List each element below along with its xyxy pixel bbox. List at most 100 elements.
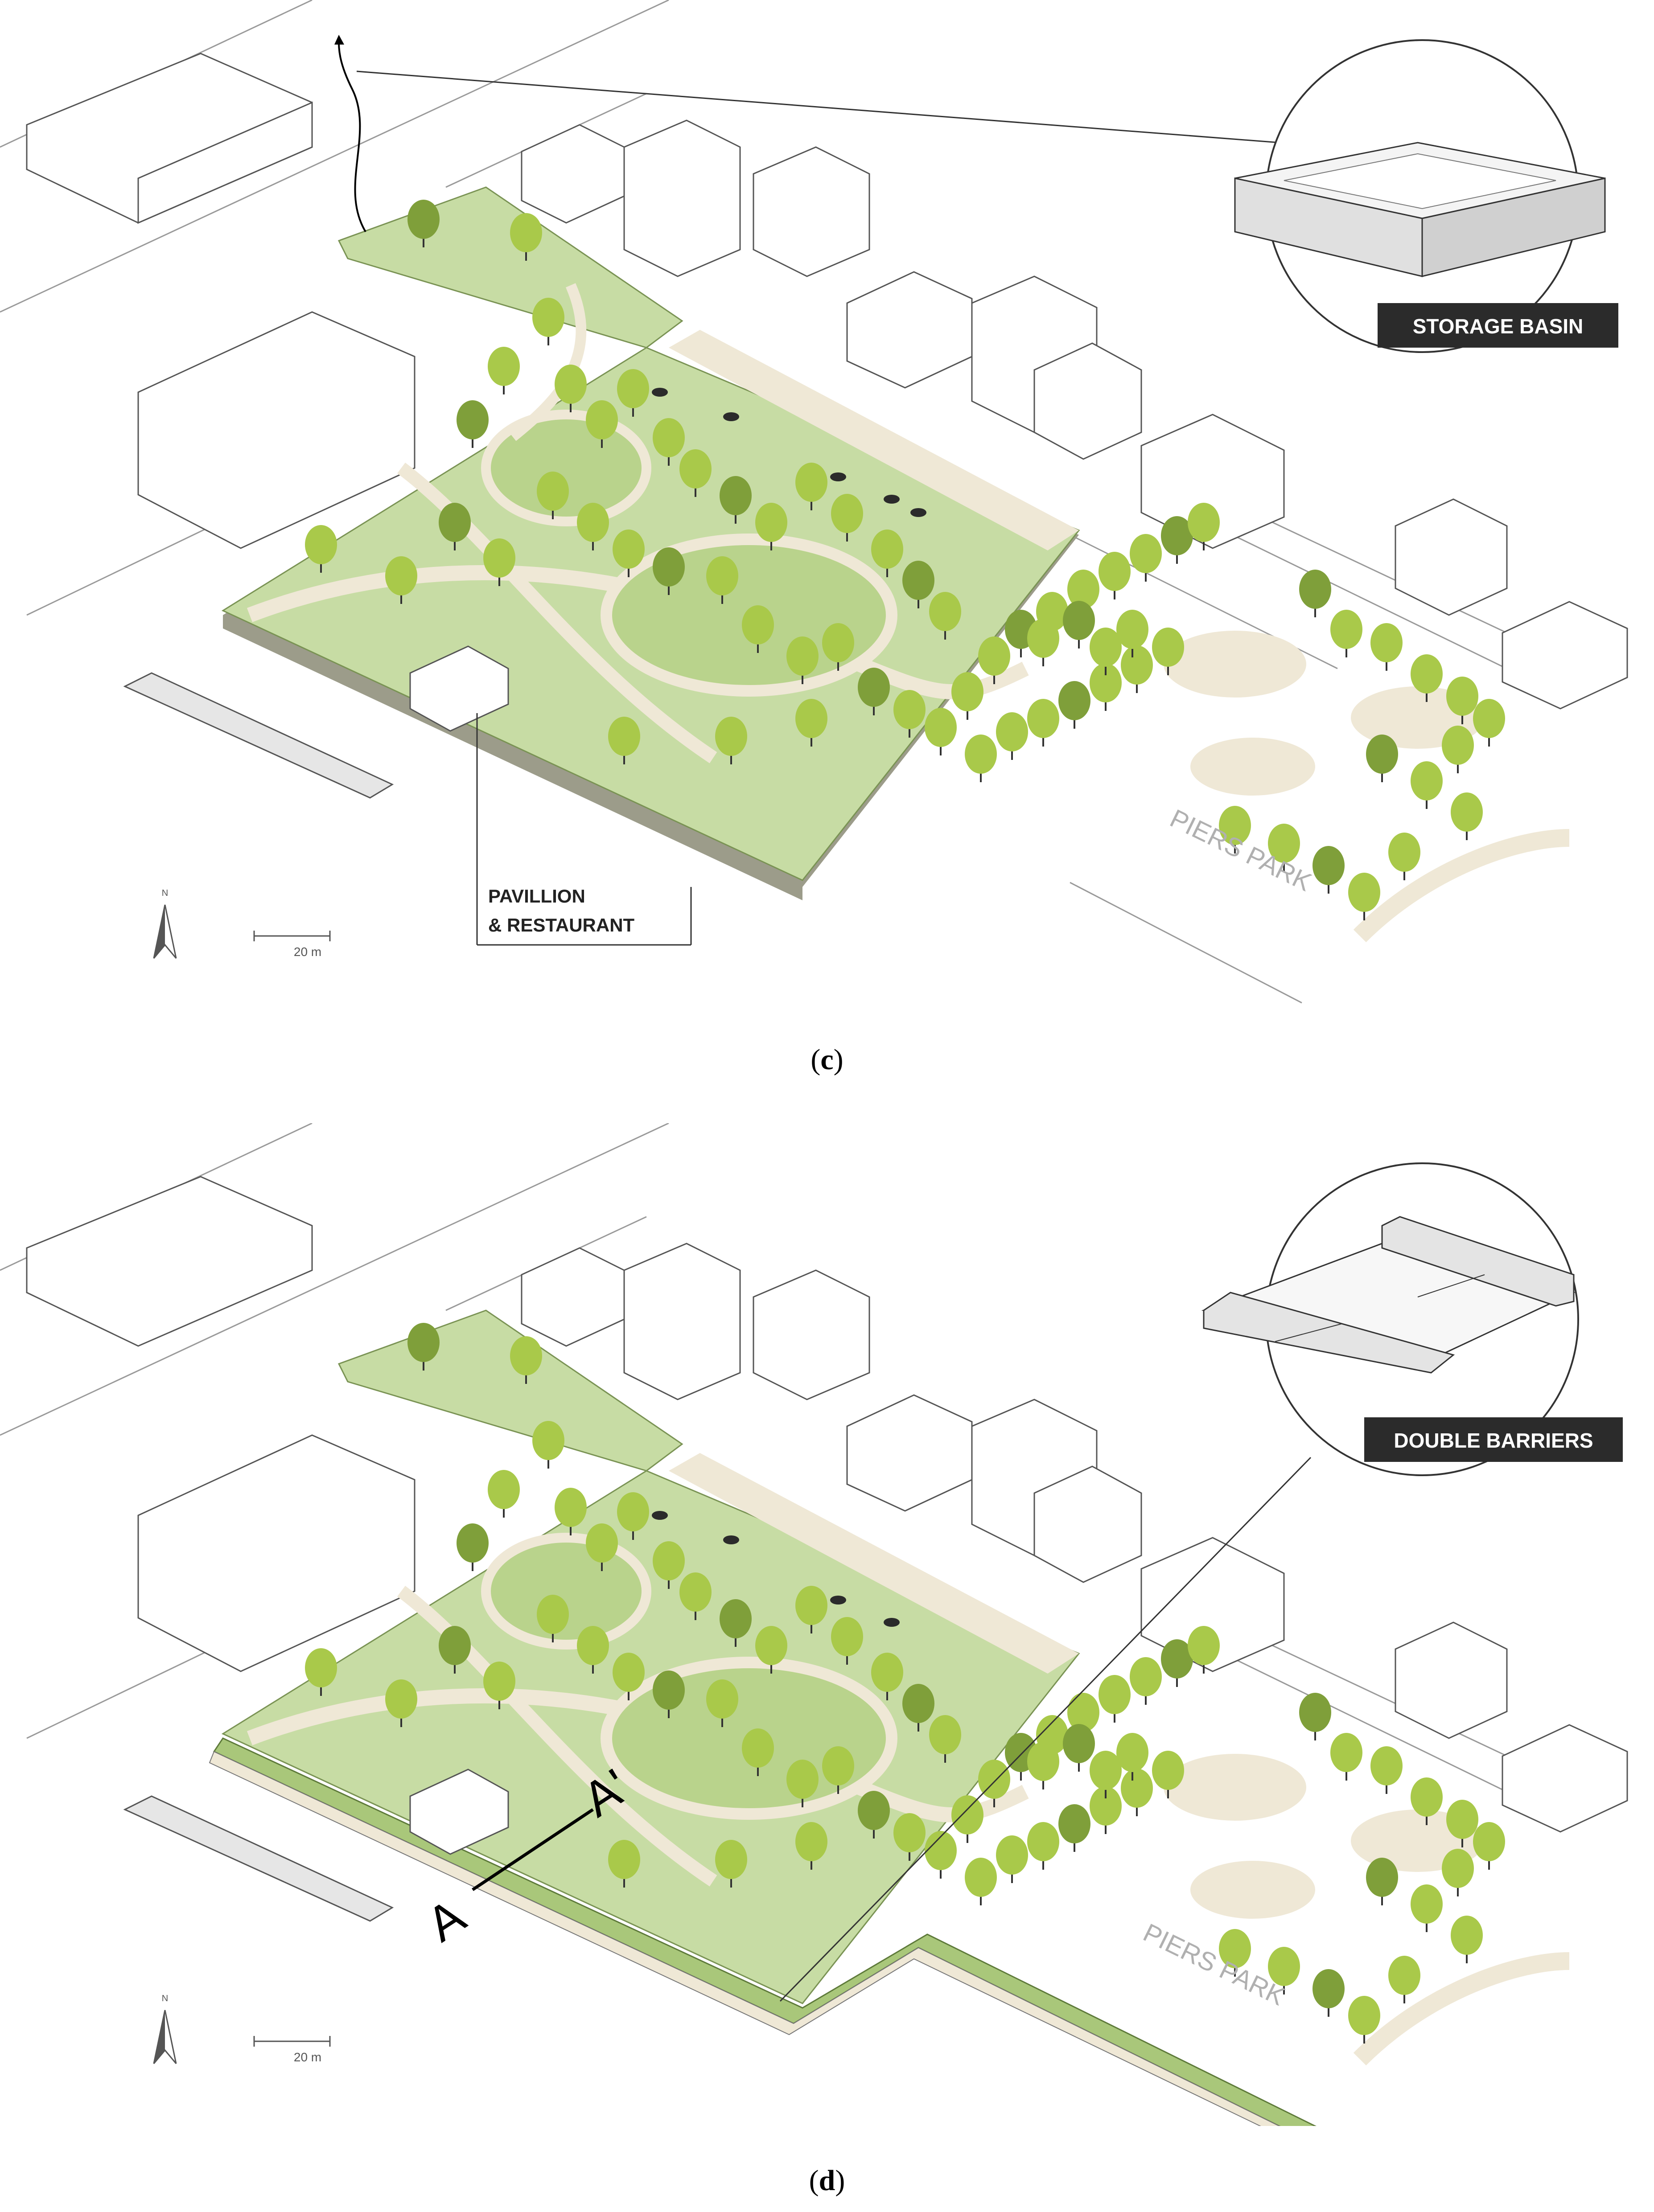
panel-c-axonometric-diagram: STORAGE BASIN PAVILLION & RESTAURANT PIE… (0, 0, 1628, 1004)
tree (1161, 1639, 1193, 1687)
tree (653, 1541, 685, 1589)
tree (720, 1599, 752, 1647)
tree (1388, 833, 1420, 880)
tree (457, 1523, 489, 1571)
tree (720, 476, 752, 524)
tree (608, 717, 640, 764)
tree (439, 1626, 471, 1674)
tree (1090, 628, 1122, 675)
tree (555, 365, 587, 412)
tree (831, 494, 863, 542)
tree (965, 735, 997, 782)
tree (653, 418, 685, 466)
context-buildings (26, 1176, 1628, 1833)
tree (1299, 570, 1331, 617)
pavilion-building (409, 1769, 509, 1855)
tree (1411, 1777, 1443, 1825)
tree (407, 1323, 440, 1371)
tree (1366, 735, 1398, 782)
tree (965, 1858, 997, 1905)
tree (532, 1421, 564, 1469)
tree (1348, 873, 1380, 920)
scale-bar: 20 m (253, 2036, 331, 2064)
tree (893, 690, 926, 738)
tree (1388, 1956, 1420, 2003)
tree (996, 712, 1028, 760)
callout-leader-line (356, 70, 1280, 144)
tree (617, 369, 649, 417)
tree (407, 200, 440, 247)
storage-basin-label-box (1378, 303, 1618, 348)
pavilion-label-group: PAVILLION & RESTAURANT (476, 713, 692, 946)
tree (488, 1470, 520, 1518)
tree (786, 636, 819, 684)
tree (858, 1791, 890, 1839)
tree (532, 298, 564, 345)
tree (613, 1653, 645, 1700)
storage-basin-label: STORAGE BASIN (1413, 315, 1584, 338)
tree (715, 1840, 747, 1888)
tree (577, 503, 609, 550)
tree (871, 1653, 903, 1700)
tree (951, 1795, 983, 1843)
svg-text:N: N (162, 1994, 168, 2003)
piers-park-label: PIERS PARK (1139, 1918, 1289, 2011)
tree (617, 1492, 649, 1540)
svg-text:20 m: 20 m (294, 2050, 321, 2064)
tree (577, 1626, 609, 1674)
tree (706, 556, 738, 604)
tree (1027, 699, 1059, 747)
tree (795, 1586, 827, 1633)
park-platform (221, 186, 1080, 900)
tree (1411, 1884, 1443, 1932)
tree (755, 503, 787, 550)
tree (786, 1760, 819, 1807)
tree (1121, 645, 1153, 693)
tree (1451, 792, 1483, 840)
tree (1366, 1858, 1398, 1905)
double-barriers-label: DOUBLE BARRIERS (1394, 1429, 1593, 1452)
pavilion-label-line2: & RESTAURANT (488, 915, 635, 936)
tree (1268, 1947, 1300, 1994)
tree (537, 1595, 569, 1642)
north-arrow: N (153, 888, 177, 959)
caption-d: (d) (809, 2164, 845, 2197)
tree (1370, 1746, 1403, 1794)
pier-structure (123, 672, 394, 799)
section-label-a: A (417, 1888, 475, 1952)
park-trees (305, 1323, 1505, 2044)
tree (1090, 1786, 1122, 1834)
tree (1188, 503, 1220, 550)
tree (1348, 1996, 1380, 2044)
tree (1063, 601, 1095, 648)
tree (1116, 610, 1148, 657)
tree (858, 668, 890, 715)
tree (902, 1684, 934, 1732)
tree (706, 1679, 738, 1727)
tree (795, 1822, 827, 1870)
tree (483, 1662, 515, 1709)
double-barrier-strip (209, 1737, 1317, 2126)
park-platform (221, 1309, 1080, 2004)
context-buildings (26, 53, 1628, 710)
pier-structure (123, 1795, 394, 1922)
tree (1099, 552, 1131, 599)
tree (893, 1813, 926, 1861)
pavilion-label-line1: PAVILLION (488, 886, 585, 907)
tree (586, 1523, 618, 1571)
tree (1411, 654, 1443, 702)
tree (1446, 677, 1478, 724)
tree (385, 556, 417, 604)
tree (822, 623, 854, 671)
tree (1330, 1733, 1362, 1781)
tree (653, 547, 685, 595)
tree (1370, 623, 1403, 671)
tree (305, 1648, 337, 1696)
tree (929, 1715, 961, 1763)
tree (608, 1840, 640, 1888)
tree (653, 1670, 685, 1718)
tree (1099, 1675, 1131, 1723)
tree (929, 592, 961, 640)
tree (1313, 1969, 1345, 2017)
tree (1473, 1822, 1505, 1870)
